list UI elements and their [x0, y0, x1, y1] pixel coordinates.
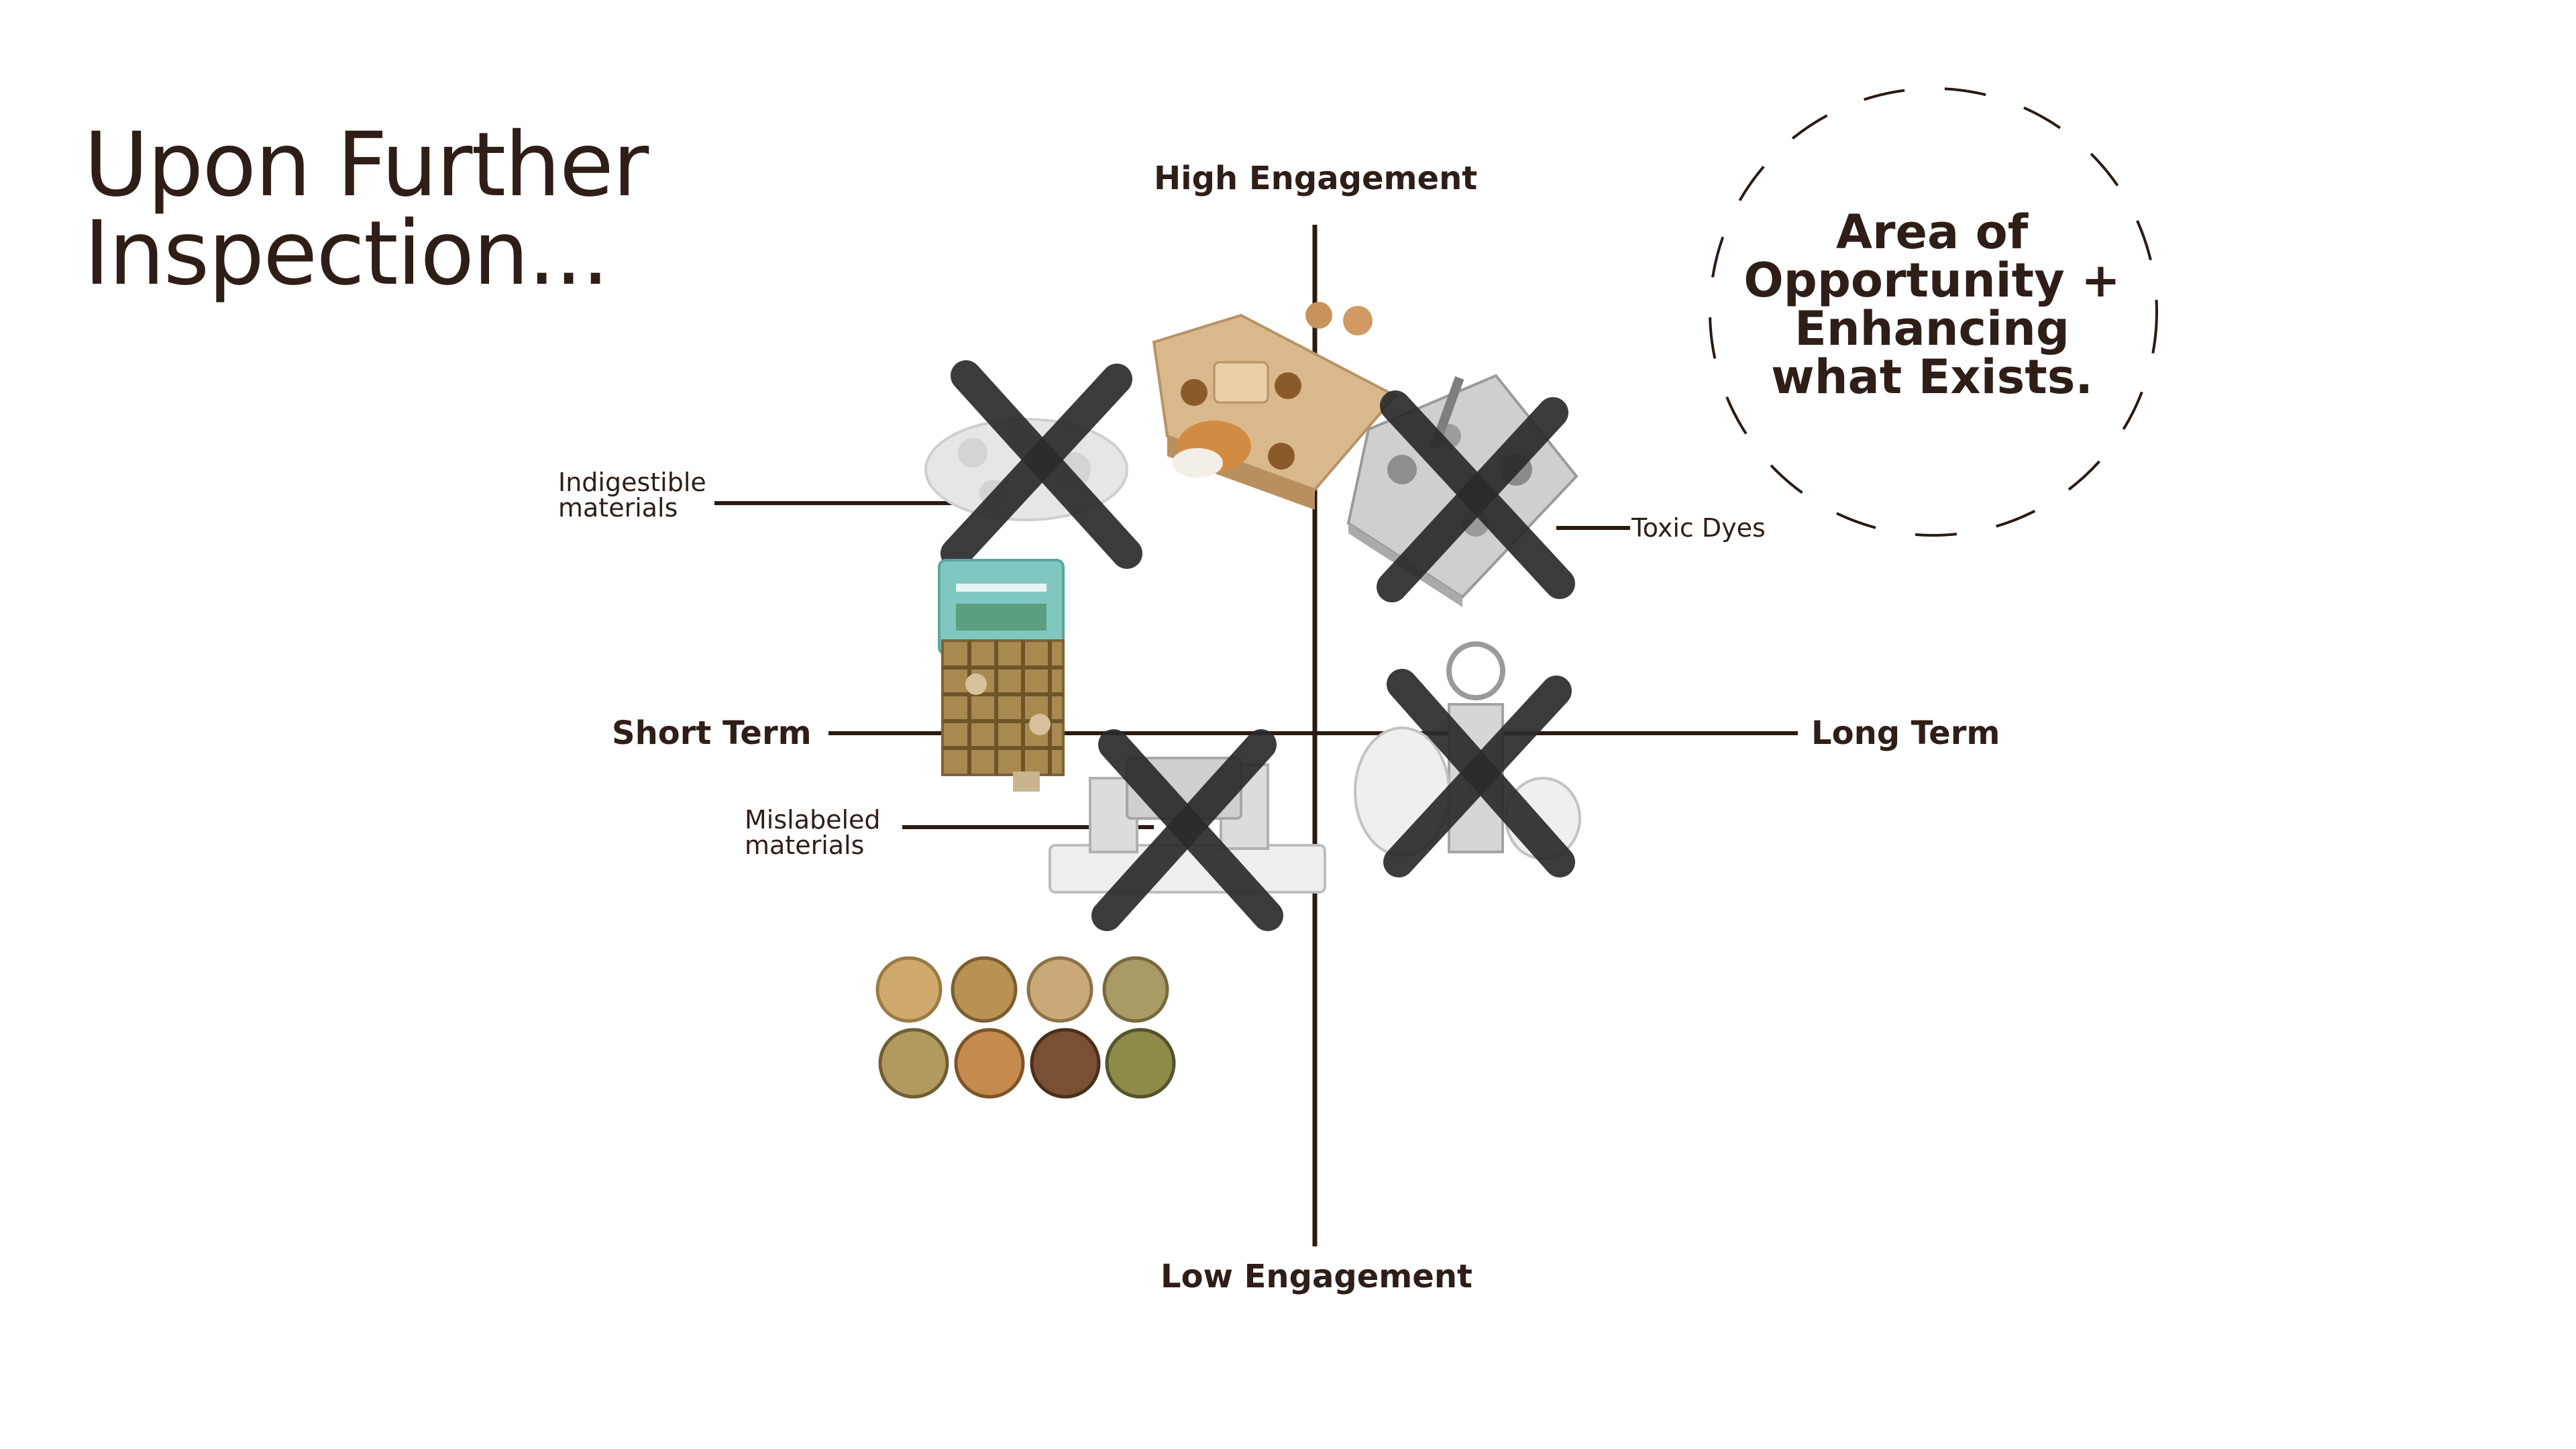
axis-label-long-term: Long Term [1811, 714, 2000, 752]
title-line-2: Inspection... [84, 202, 610, 305]
callout-mislabeled-line-1: Mislabeled [745, 805, 881, 835]
cross-mark [941, 360, 1142, 569]
callout-mislabeled: Mislabeled materials [745, 807, 881, 858]
product-woven-wall [938, 559, 1065, 792]
page-title: Upon Further Inspection... [84, 113, 649, 305]
opportunity-line-3: Enhancing [1794, 301, 2070, 356]
axis-label-low-engagement: Low Engagement [1161, 1258, 1472, 1295]
callout-mislabeled-line-2: materials [745, 830, 865, 860]
cross-mark [1377, 390, 1575, 602]
axis-label-short-term: Short Term [612, 714, 812, 752]
title-line-1: Upon Further [84, 113, 649, 217]
opportunity-line-1: Area of [1835, 205, 2029, 260]
opportunity-line-4: what Exists. [1771, 350, 2093, 405]
product-wooden-puzzle [1152, 302, 1398, 510]
product-woven-balls [875, 956, 1176, 1099]
cross-mark [1383, 669, 1575, 877]
callout-toxic-dyes: Toxic Dyes [1631, 513, 1766, 543]
callout-indigestible-line-1: Indigestible [558, 468, 706, 497]
axis-label-high-engagement: High Engagement [1154, 160, 1478, 197]
opportunity-text: Area of Opportunity + Enhancing what Exi… [1690, 208, 2174, 401]
callout-indigestible-line-2: materials [558, 493, 678, 523]
callout-indigestible: Indigestible materials [558, 470, 706, 521]
cross-mark [1091, 729, 1283, 931]
opportunity-circle [1709, 87, 2158, 537]
opportunity-line-2: Opportunity + [1743, 253, 2121, 308]
